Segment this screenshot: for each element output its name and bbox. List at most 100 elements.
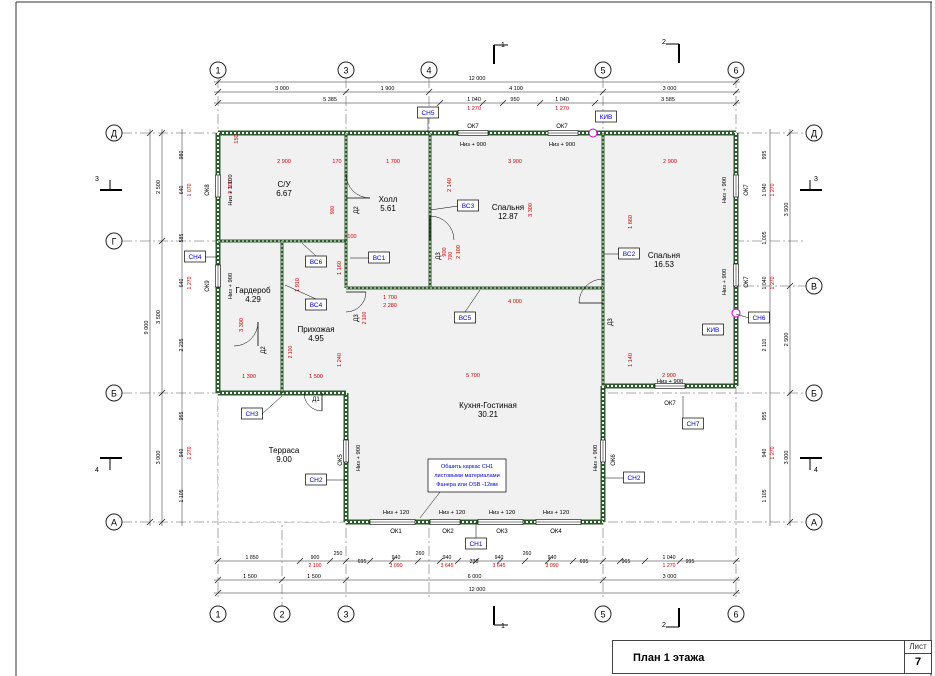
door-size: 900: [330, 206, 336, 215]
dim-text: 1 270: [555, 106, 569, 112]
dim-text: 4 100: [509, 86, 523, 92]
door-swing: [233, 321, 259, 347]
leader-line: [429, 205, 459, 211]
dim-tick: [732, 99, 740, 107]
inner-dim-text: 1 140: [628, 353, 634, 367]
door-tag: Д3: [354, 314, 360, 322]
dim-text: 1 040: [467, 97, 481, 103]
section-label: 3: [95, 176, 99, 183]
dim-text: 940: [495, 555, 504, 561]
dim-tick: [146, 129, 154, 137]
dim-text: 940: [443, 555, 452, 561]
axis-bubble-icon: [105, 124, 123, 142]
axis-label: 1: [215, 610, 220, 620]
window-tag: ОК7: [664, 401, 676, 407]
dim-tick: [214, 78, 222, 86]
inner-dim-text: 170: [332, 159, 341, 165]
inner-dim-text: 2 900: [277, 159, 291, 165]
inner-dim-text: 3 300: [528, 203, 534, 217]
dim-tick: [146, 518, 154, 526]
dim-text: 900: [311, 555, 320, 561]
dim-tick: [158, 129, 166, 137]
inner-dim-text: 1 660: [628, 215, 634, 229]
inner-dim-text: 2 300: [228, 180, 234, 194]
inner-dim-text: 4 000: [508, 299, 522, 305]
dim-text: 3 090: [390, 563, 403, 569]
dim-text: 260: [523, 551, 532, 557]
room-name: Прихожая: [297, 325, 334, 334]
window-tag: ОК3: [496, 529, 508, 535]
dim-text: 1 270: [770, 183, 776, 196]
dim-text: 3 585: [661, 97, 675, 103]
partition-tag: ВС4: [310, 302, 323, 309]
dim-text: 1 105: [762, 489, 768, 502]
dim-tick: [786, 282, 794, 290]
window-tag: ОК2: [442, 529, 454, 535]
dim-tick: [388, 557, 396, 565]
dim-text: 1 850: [246, 555, 259, 561]
tag-box: [618, 247, 640, 260]
dim-text: 1 005: [762, 231, 768, 244]
axis-label: Д: [111, 129, 117, 139]
dim-text: 640: [179, 279, 185, 288]
wall-tag: СН6: [752, 315, 765, 322]
dim-text: 2 110: [762, 339, 768, 352]
room-name: Спальня: [648, 251, 680, 260]
dim-tick: [521, 557, 529, 565]
dim-text: 1 500: [243, 574, 257, 580]
dim-text: 980: [179, 151, 185, 160]
axis-label: Г: [112, 237, 117, 247]
dim-text: 1 040: [663, 555, 676, 561]
inner-dim-text: 2 140: [447, 178, 453, 192]
partition-tag: ВС6: [310, 259, 323, 266]
dim-tick: [599, 88, 607, 96]
tag-box: [595, 110, 617, 123]
dim-tick: [599, 576, 607, 584]
terrace-outline: [217, 392, 347, 523]
wall-tag: СН5: [421, 110, 434, 117]
dim-text: 3 090: [546, 563, 559, 569]
dim-text: 1 270: [467, 106, 481, 112]
room-area: 16.53: [654, 260, 675, 269]
dim-text: 250: [334, 551, 343, 557]
leader-line: [419, 491, 441, 519]
dim-text: 3 645: [493, 563, 506, 569]
leader-line: [284, 284, 317, 300]
dim-text: 695: [358, 559, 367, 565]
dim-text: 955: [762, 412, 768, 421]
dim-tick: [296, 557, 304, 565]
dim-tick: [732, 557, 740, 565]
dim-text: 940: [762, 449, 768, 458]
window-tag: ОК6: [611, 454, 617, 466]
dim-text: 1 270: [770, 276, 776, 289]
leader-line: [464, 289, 481, 313]
dim-tick: [591, 99, 599, 107]
inner-dim-text: 1 160: [337, 261, 343, 275]
dim-tick: [786, 129, 794, 137]
dim-text: 1 270: [770, 446, 776, 459]
door-tag: Д3: [436, 252, 442, 260]
dim-tick: [214, 88, 222, 96]
dim-text: 260: [416, 551, 425, 557]
room-area: 30.21: [478, 410, 499, 419]
room-name: Кухня-Гостиная: [459, 401, 517, 410]
dim-text: 995: [686, 559, 695, 565]
room-name: Терраса: [269, 446, 300, 455]
note-line: Фанера или OSB -12мм: [436, 482, 498, 488]
dim-tick: [544, 557, 552, 565]
window-tag: ОК5: [338, 454, 344, 466]
axis-bubble-icon: [805, 513, 823, 531]
axis-bubble-icon: [594, 61, 612, 79]
door-swing: [303, 392, 323, 412]
dim-tick: [732, 88, 740, 96]
axis-label: 2: [279, 610, 284, 620]
dim-tick: [342, 576, 350, 584]
inner-dim-text: 150: [234, 134, 240, 143]
dim-tick: [425, 88, 433, 96]
room-area: 4.29: [245, 295, 261, 304]
dim-text: 3 000: [663, 574, 677, 580]
dim-text: 585: [179, 234, 185, 243]
dim-text: 1 900: [381, 86, 395, 92]
dim-overall: 12 000: [469, 587, 486, 593]
axis-bubble-icon: [105, 384, 123, 402]
